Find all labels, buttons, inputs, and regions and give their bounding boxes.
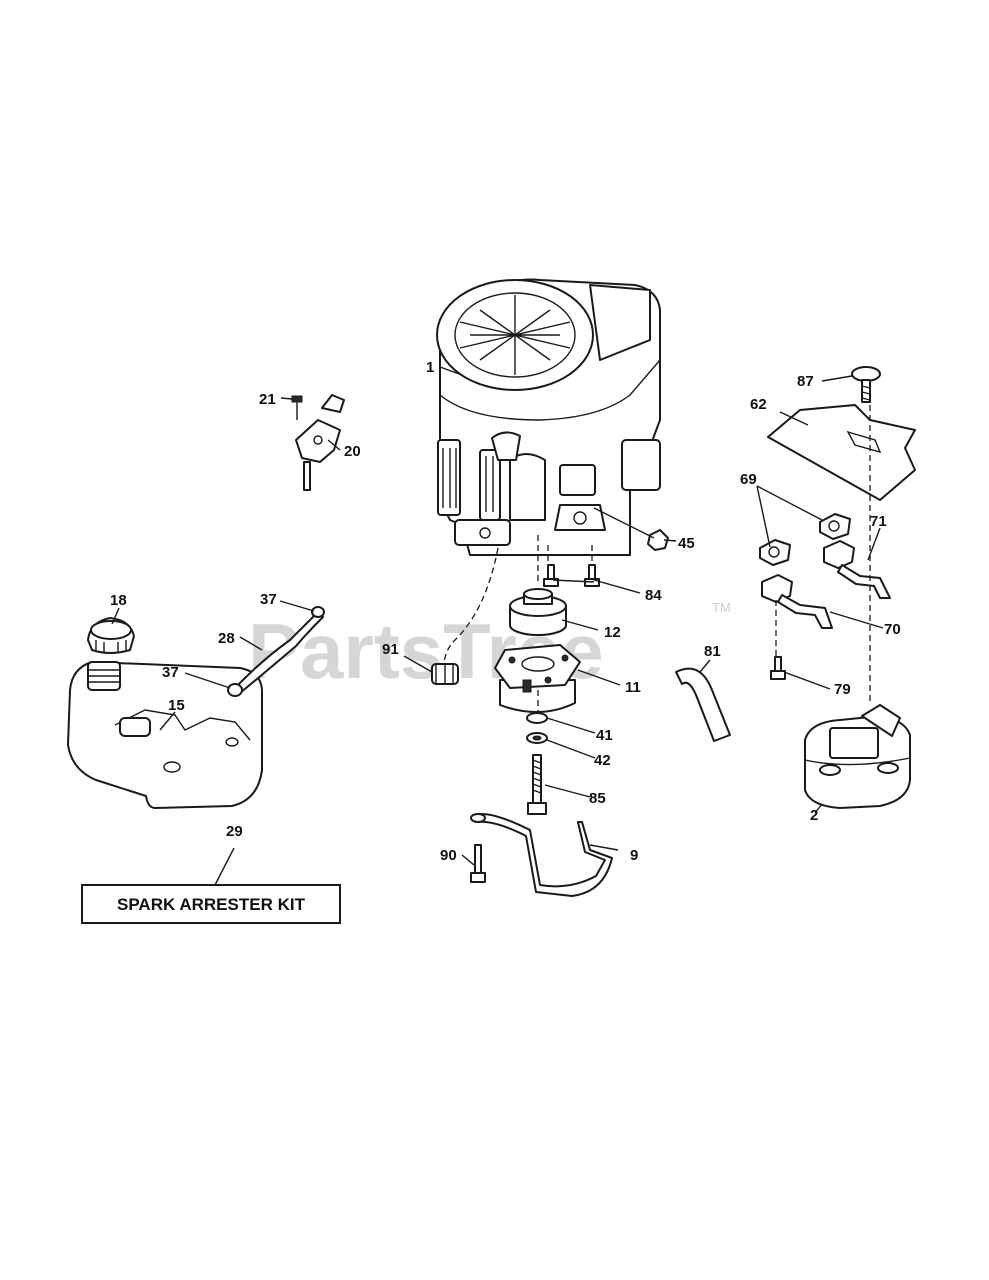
callout-70: 70 <box>884 621 901 638</box>
filter-91-part[interactable] <box>431 663 459 685</box>
hose-81-part[interactable] <box>675 667 731 742</box>
callout-79: 79 <box>834 681 851 698</box>
pulley-part[interactable] <box>509 588 567 636</box>
clamp-37-bottom-part[interactable] <box>227 683 243 697</box>
callout-2: 2 <box>810 807 818 824</box>
exhaust-pipe-71-part[interactable] <box>823 540 891 599</box>
bolt-90-part[interactable] <box>470 844 486 883</box>
callout-90: 90 <box>440 847 457 864</box>
screw-21-part[interactable] <box>291 395 303 420</box>
bolt-85-part[interactable] <box>527 754 547 815</box>
washer-42-part[interactable] <box>526 732 548 744</box>
clutch-part[interactable] <box>494 644 581 714</box>
callout-42: 42 <box>594 752 611 769</box>
muffler-part[interactable] <box>804 704 911 809</box>
fuel-cap-part[interactable] <box>87 617 135 654</box>
callout-45: 45 <box>678 535 695 552</box>
callout-20: 20 <box>344 443 361 460</box>
callout-37-bottom: 37 <box>162 664 179 681</box>
callout-69: 69 <box>740 471 757 488</box>
callout-41: 41 <box>596 727 613 744</box>
callout-21: 21 <box>259 391 276 408</box>
callout-labels: 1 2 9 11 12 15 18 20 21 28 29 37 37 41 4… <box>110 359 901 864</box>
callout-81: 81 <box>704 643 721 660</box>
callout-62: 62 <box>750 396 767 413</box>
bolts-84-part[interactable] <box>543 564 600 587</box>
callout-1: 1 <box>426 359 434 376</box>
callout-84: 84 <box>645 587 662 604</box>
engine-part[interactable] <box>436 278 661 556</box>
callout-87: 87 <box>797 373 814 390</box>
spark-arrester-kit-label: SPARK ARRESTER KIT <box>117 895 306 914</box>
gasket-69-part[interactable] <box>759 513 851 566</box>
callout-71: 71 <box>870 513 887 530</box>
nut-45-part[interactable] <box>647 529 669 551</box>
fuel-line-part[interactable] <box>234 611 324 694</box>
throttle-control-part[interactable] <box>295 394 345 491</box>
callout-15: 15 <box>168 697 185 714</box>
spark-arrester-kit-box[interactable]: SPARK ARRESTER KIT <box>81 884 341 924</box>
callout-12: 12 <box>604 624 621 641</box>
heat-shield-part[interactable] <box>767 404 916 501</box>
callout-91: 91 <box>382 641 399 658</box>
callout-85: 85 <box>589 790 606 807</box>
washer-41-part[interactable] <box>526 712 548 724</box>
fuel-tank-part[interactable] <box>67 661 263 809</box>
bracket-9-part[interactable] <box>470 813 613 897</box>
callout-11: 11 <box>625 679 641 696</box>
knob-87-part[interactable] <box>851 366 881 403</box>
bolt-79-part[interactable] <box>770 656 786 680</box>
callout-18: 18 <box>110 592 127 609</box>
leader-lines <box>111 366 884 886</box>
callout-28: 28 <box>218 630 235 647</box>
callout-37-top: 37 <box>260 591 277 608</box>
trademark: TM <box>712 600 731 615</box>
callout-29: 29 <box>226 823 243 840</box>
exhaust-pipe-70-part[interactable] <box>761 574 833 629</box>
callout-9: 9 <box>630 847 638 864</box>
clamp-37-top-part[interactable] <box>311 606 325 618</box>
